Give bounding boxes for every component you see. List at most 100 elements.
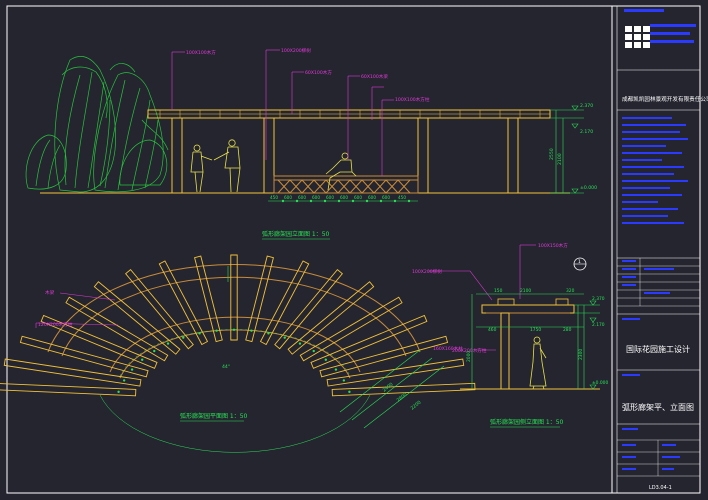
level-text: ±0.000	[580, 185, 597, 191]
rafter-ends	[159, 110, 541, 118]
dim-text: 600	[382, 195, 390, 200]
dim-tick	[342, 379, 346, 382]
arc-plan: 44° 2400 2800 2200 木梁 120X200木方柱 160X160…	[0, 254, 476, 453]
dim-text: 460	[488, 327, 497, 333]
dim-text: 600	[368, 195, 376, 200]
callout-text: 100X100木方柱	[395, 96, 430, 103]
side-elevation: 1 100X150木方 100X200柳树 200X200木方柱 150 210…	[412, 242, 608, 428]
plan-beam	[326, 358, 465, 387]
dim-tick	[298, 342, 302, 345]
dim-tick	[198, 332, 201, 335]
level-marks	[550, 105, 584, 194]
dim-tick	[130, 368, 134, 371]
grid-logo-icon	[625, 26, 650, 48]
plan-beams	[0, 254, 476, 397]
plan-title: 弧形廊架园平面图 1：50	[180, 412, 248, 420]
tree-group	[25, 56, 169, 193]
callout-text: 160X160木柱	[433, 345, 463, 352]
dim-text: 600	[312, 195, 320, 200]
plan-beam	[158, 260, 209, 346]
dim-text: 450	[270, 195, 278, 200]
plan-beam	[274, 268, 343, 350]
section-marker-icon: 1	[573, 257, 587, 271]
callout-text: 100X200柳树	[281, 47, 311, 54]
drawing-name: 弧形廊架平、立面图	[622, 402, 694, 412]
dim-text: 450	[398, 195, 406, 200]
dim-tick	[182, 336, 185, 339]
dim-text: 2300	[578, 349, 584, 360]
plan-beam	[331, 382, 476, 397]
company-name: 成都凯凯园林景观开发有限责任公司	[622, 95, 708, 103]
drawing-border	[6, 5, 701, 494]
side-elevation-title: 弧形廊架园侧立面图 1：50	[490, 418, 564, 426]
callout-text: 100X100木方	[186, 49, 216, 56]
front-elevation-title: 弧形廊架园立面图 1：50	[262, 230, 330, 238]
railing	[273, 175, 419, 194]
callout-text: 木梁	[45, 289, 55, 296]
dim-tick	[166, 342, 170, 345]
dim-text: 1750	[530, 327, 541, 333]
dim-tick	[232, 328, 236, 331]
dim-text: 600	[284, 195, 292, 200]
front-callouts	[171, 49, 394, 176]
dim-tick	[283, 336, 286, 339]
plan-beam	[259, 260, 310, 346]
callout-text: 60X100木方	[305, 69, 332, 76]
callout-text: 200X200木方柱	[452, 347, 487, 354]
plan-beam	[125, 268, 194, 350]
dim-tick	[334, 368, 338, 371]
level-text: 2.170	[580, 129, 593, 135]
plan-beam	[310, 314, 428, 369]
dim-text: 2100	[520, 288, 531, 294]
dim-text: 2200	[410, 400, 423, 412]
dim-tick	[140, 358, 144, 361]
dim-text: 600	[326, 195, 334, 200]
marker-text: 1	[578, 259, 581, 265]
dim-tick	[117, 390, 120, 394]
dim-text: 2550	[549, 148, 555, 160]
callout-text: 60X100木梁	[361, 73, 388, 80]
dim-text: 600	[340, 195, 348, 200]
front-elevation: 100X100木方 100X200柳树 60X100木方 60X100木梁 10…	[25, 47, 597, 240]
plan-beam	[287, 281, 375, 355]
signature-table	[617, 258, 700, 307]
plan-beam	[245, 255, 274, 343]
revision-table	[617, 428, 700, 477]
dim-tick	[215, 329, 218, 332]
plan-beam	[19, 335, 149, 378]
dim-text: 2100	[557, 153, 563, 165]
dim-text: 2800	[396, 392, 409, 404]
title-block: 成都凯凯园林景观开发有限责任公司	[617, 9, 708, 491]
dim-tick	[267, 332, 270, 335]
plan-beam	[65, 296, 169, 362]
notes-block	[622, 117, 688, 224]
dim-tick	[324, 358, 328, 361]
project-name: 国际花园施工设计	[626, 344, 690, 354]
human-figure	[529, 336, 547, 390]
dim-text: 600	[354, 195, 362, 200]
dim-tick	[153, 349, 156, 353]
plan-beam	[3, 358, 142, 387]
callout-text: 100X150木方	[538, 242, 568, 249]
plan-beam	[40, 314, 158, 369]
level-text: 2.170	[592, 322, 605, 328]
level-text: 2.370	[592, 296, 605, 302]
dim-text: 320	[566, 288, 575, 294]
drawing-number: LD3.04-1	[649, 485, 672, 491]
plan-beam	[194, 255, 223, 343]
plan-beam	[93, 281, 181, 355]
plan-beam	[319, 335, 449, 378]
dim-text: 280	[563, 327, 572, 333]
dim-text: 600	[298, 195, 306, 200]
dim-text: 150	[494, 288, 503, 294]
columns	[171, 117, 519, 194]
plan-beam	[230, 254, 238, 341]
dim-tick	[312, 349, 315, 353]
plan-beam	[0, 383, 137, 397]
dim-text: 2000	[466, 351, 472, 362]
dim-tick	[122, 379, 126, 382]
level-text: 2.370	[580, 103, 593, 109]
dim-text: 2400	[382, 382, 395, 394]
plan-beam	[299, 296, 403, 362]
